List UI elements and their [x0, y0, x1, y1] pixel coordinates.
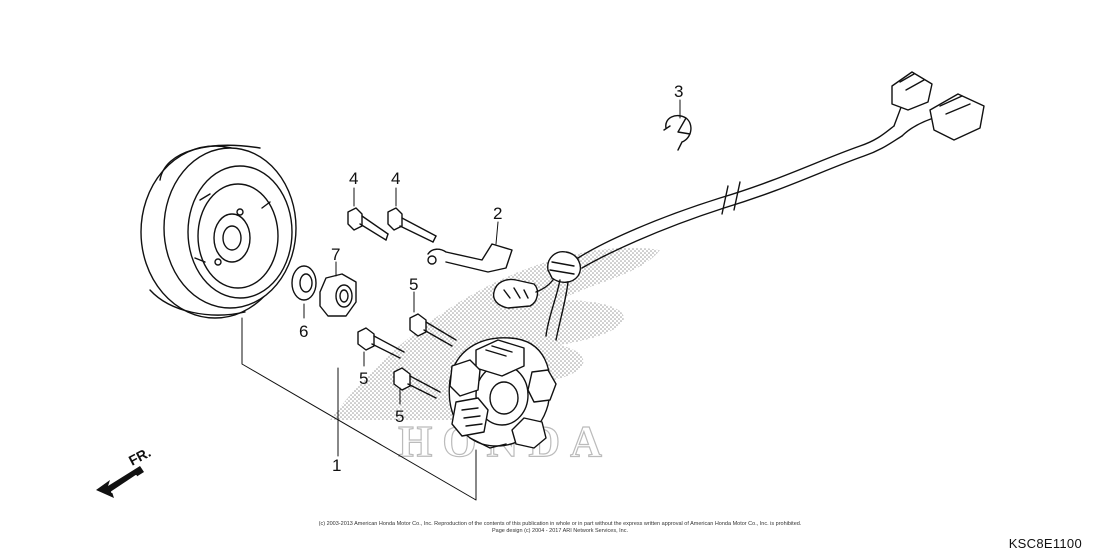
bolt-4a	[347, 207, 389, 241]
bolt-5a	[409, 313, 457, 347]
bolt-5b	[357, 327, 405, 359]
callout-4b: 4	[391, 169, 400, 188]
callout-3: 3	[674, 82, 683, 101]
wire-clip	[663, 114, 692, 151]
callout-2: 2	[493, 204, 502, 223]
wire-clamp-bracket	[427, 243, 513, 273]
callout-6: 6	[299, 322, 308, 341]
callout-7: 7	[331, 245, 340, 264]
copyright-line-2: Page design (c) 2004 - 2017 ARI Network …	[491, 528, 629, 534]
bolt-4b	[387, 207, 437, 243]
stator-assembly	[448, 337, 557, 449]
callout-1: 1	[332, 456, 341, 475]
callout-5b: 5	[359, 369, 368, 388]
callout-5a: 5	[409, 275, 418, 294]
copyright-line-1: (c) 2003-2013 American Honda Motor Co., …	[318, 521, 802, 527]
washer	[291, 265, 317, 301]
direction-label: FR.	[126, 444, 153, 469]
callout-5c: 5	[395, 407, 404, 426]
callout-4a: 4	[349, 169, 358, 188]
flywheel	[140, 144, 297, 319]
front-direction-arrow-icon	[96, 466, 144, 498]
leader-lines	[241, 99, 681, 501]
diagram-code: KSC8E1100	[1008, 536, 1082, 551]
pulser-and-harness	[492, 71, 985, 341]
bolt-5c	[393, 367, 441, 399]
flange-nut	[319, 273, 357, 317]
copyright-notice: (c) 2003-2013 American Honda Motor Co., …	[250, 521, 870, 535]
